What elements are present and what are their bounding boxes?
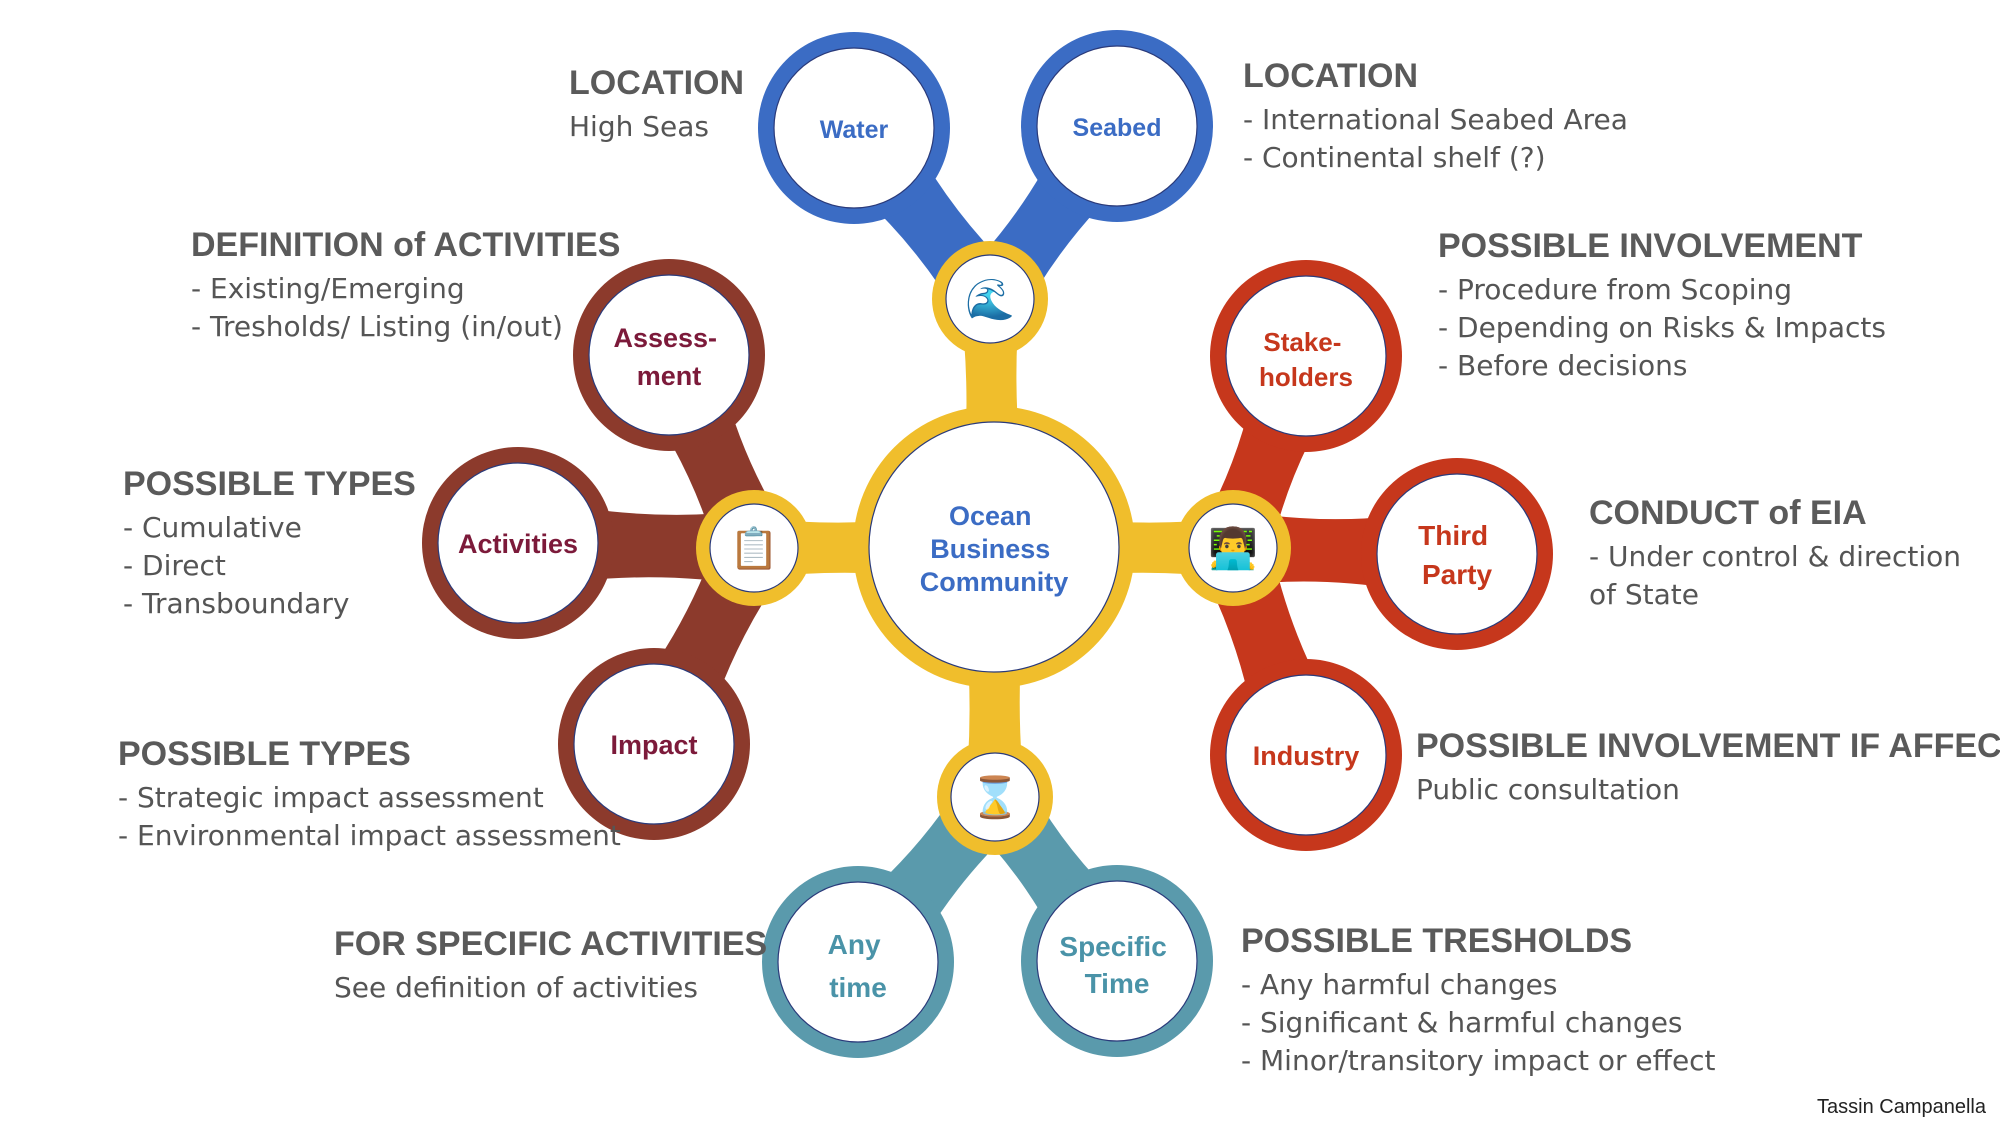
node-seabed: Seabed	[1021, 30, 1213, 222]
label-heading: CONDUCT of EIA	[1589, 494, 1867, 532]
label-heading: FOR SPECIFIC ACTIVITIES	[334, 925, 768, 963]
label-location-seabed: LOCATION - International Seabed Area - C…	[1243, 59, 1628, 177]
label-line: - Environmental impact assessment	[118, 819, 621, 852]
label-line: - Procedure from Scoping	[1438, 273, 1793, 306]
label-conduct-eia: CONDUCT of EIA - Under control & directi…	[1589, 496, 1961, 614]
label-heading: POSSIBLE INVOLVEMENT	[1438, 227, 1863, 265]
label-line: Public consultation	[1416, 773, 1680, 806]
label-line: - International Seabed Area	[1243, 103, 1628, 136]
label-line: - Cumulative	[123, 511, 302, 544]
svg-text:Assess- ment: Assess- ment	[613, 323, 724, 391]
label-specific-activities: FOR SPECIFIC ACTIVITIES See definition o…	[334, 927, 767, 1007]
node-label: Any	[828, 929, 881, 960]
node-label: Party	[1422, 559, 1492, 590]
node-assessment: Assess- ment	[573, 259, 765, 451]
svg-text:Specific Time: Specific Time	[1059, 931, 1174, 999]
label-definition-activities: DEFINITION of ACTIVITIES - Existing/Emer…	[191, 228, 620, 346]
clipboard-icon: 📋	[729, 525, 779, 572]
label-line: of State	[1589, 578, 1700, 611]
node-label: Third	[1418, 520, 1488, 551]
label-line: - Minor/transitory impact or effect	[1241, 1044, 1716, 1077]
label-heading: POSSIBLE TRESHOLDS	[1241, 922, 1633, 960]
node-water: Water	[758, 32, 950, 224]
label-heading: POSSIBLE INVOLVEMENT IF AFFECTED	[1416, 727, 2000, 765]
svg-text:Stake- holders: Stake- holders	[1259, 327, 1353, 392]
node-stakeholders: Stake- holders	[1210, 260, 1402, 452]
label-heading: LOCATION	[569, 64, 745, 102]
label-line: See definition of activities	[334, 971, 698, 1004]
node-label: Impact	[610, 730, 697, 760]
label-heading: DEFINITION of ACTIVITIES	[191, 226, 621, 264]
svg-text:Water: Water	[820, 116, 889, 144]
node-label: Seabed	[1073, 114, 1162, 142]
hourglass-icon: ⌛	[970, 774, 1020, 821]
hub-top: 🌊	[932, 241, 1048, 357]
author-credit: Tassin Campanella	[1817, 1096, 1986, 1118]
node-label: Stake-	[1263, 327, 1341, 357]
label-heading: POSSIBLE TYPES	[123, 465, 416, 503]
hub-left: 📋	[696, 490, 812, 606]
label-line: - Significant & harmful changes	[1241, 1006, 1683, 1039]
label-line: - Before decisions	[1438, 349, 1688, 382]
label-heading: LOCATION	[1243, 57, 1419, 95]
label-line: - Tresholds/ Listing (in/out)	[191, 310, 563, 343]
label-possible-types-assessment: POSSIBLE TYPES - Strategic impact assess…	[118, 737, 621, 855]
label-line: High Seas	[569, 110, 709, 143]
svg-text:Activities: Activities	[458, 529, 578, 559]
hub-right: 👨‍💻	[1175, 490, 1291, 606]
center-label-line: Community	[920, 567, 1069, 597]
label-possible-types-impacts: POSSIBLE TYPES - Cumulative - Direct - T…	[123, 467, 416, 623]
label-line: - Continental shelf (?)	[1243, 141, 1546, 174]
node-label: Activities	[458, 529, 578, 559]
node-label: Assess-	[613, 323, 717, 353]
hub-bottom: ⌛	[937, 739, 1053, 855]
node-label: ment	[637, 361, 702, 391]
node-specific-time: Specific Time	[1021, 865, 1213, 1057]
node-third-party: Third Party	[1361, 458, 1553, 650]
svg-text:Industry: Industry	[1253, 741, 1360, 771]
label-line: - Strategic impact assessment	[118, 781, 544, 814]
node-label: Specific	[1059, 931, 1166, 962]
node-label: Water	[820, 116, 889, 144]
svg-text:Any time: Any time	[828, 929, 889, 1003]
center-label-line: Business	[930, 534, 1050, 564]
label-location-high-seas: LOCATION High Seas	[569, 66, 744, 146]
label-line: - Transboundary	[123, 587, 350, 620]
label-line: - Under control & direction	[1589, 540, 1962, 573]
wave-icon: 🌊	[965, 276, 1015, 323]
node-label: Industry	[1253, 741, 1360, 771]
node-label: holders	[1259, 362, 1353, 392]
node-industry: Industry	[1210, 659, 1402, 851]
center-label-line: Ocean	[949, 501, 1032, 531]
node-activities: Activities	[422, 447, 614, 639]
person-at-laptop-icon: 👨‍💻	[1208, 525, 1258, 572]
node-label: Time	[1085, 968, 1150, 999]
label-line: - Depending on Risks & Impacts	[1438, 311, 1886, 344]
label-line: - Any harmful changes	[1241, 968, 1558, 1001]
center-label: Ocean Business Community	[920, 501, 1069, 597]
node-label: time	[829, 972, 887, 1003]
svg-text:Third Party: Third Party	[1418, 520, 1496, 590]
label-line: - Direct	[123, 549, 226, 582]
svg-text:Seabed: Seabed	[1073, 114, 1162, 142]
label-heading: POSSIBLE TYPES	[118, 735, 411, 773]
svg-text:Impact: Impact	[610, 730, 697, 760]
label-line: - Existing/Emerging	[191, 272, 465, 305]
node-impact: Impact	[558, 648, 750, 840]
label-possible-involvement-affected: POSSIBLE INVOLVEMENT IF AFFECTED Public …	[1416, 729, 2000, 809]
node-any-time: Any time	[762, 866, 954, 1058]
label-possible-tresholds: POSSIBLE TRESHOLDS - Any harmful changes…	[1241, 924, 1716, 1080]
center-node: Ocean Business Community	[853, 406, 1135, 688]
label-possible-involvement: POSSIBLE INVOLVEMENT - Procedure from Sc…	[1438, 229, 1886, 385]
